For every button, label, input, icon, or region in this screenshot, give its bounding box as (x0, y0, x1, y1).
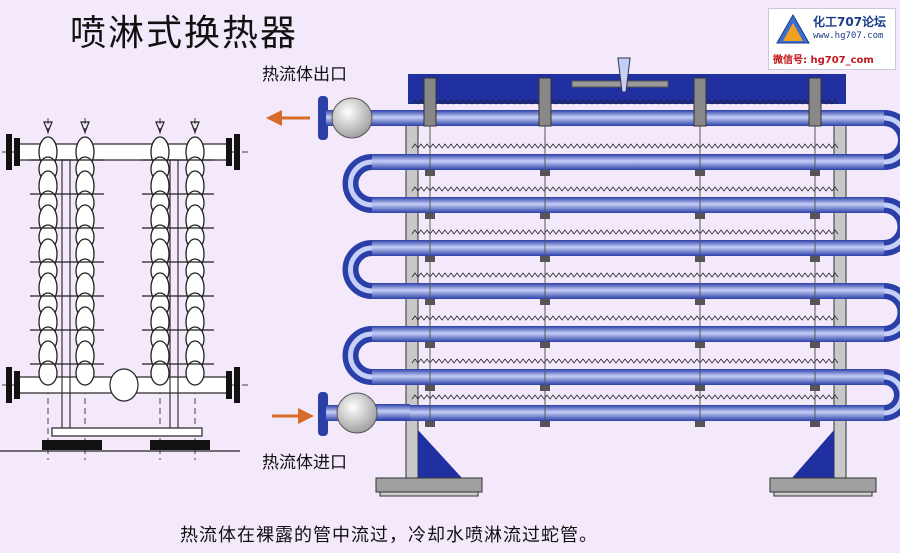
u-bend-highlight (348, 159, 373, 208)
logo-triangle-icon (776, 13, 810, 44)
nozzle-icons (43, 121, 200, 134)
hanger-clip (695, 385, 705, 391)
hanger-clip (540, 299, 550, 305)
u-bend-highlight (883, 202, 900, 251)
water-film (411, 358, 839, 364)
hanger-clip (425, 256, 435, 262)
water-film (411, 272, 839, 278)
u-bend-highlight (883, 115, 900, 165)
hanger-clip (695, 213, 705, 219)
coil-pipe (372, 110, 884, 126)
hanger (693, 77, 707, 127)
top-spray-nozzle-icon (617, 57, 631, 100)
hanger-clip (810, 342, 820, 348)
hanger-clip (695, 170, 705, 176)
hanger-clip (695, 421, 705, 427)
hanger-clip (540, 421, 550, 427)
hanger-clip (540, 256, 550, 262)
outlet-flange (318, 96, 410, 140)
hanger-clip (810, 421, 820, 427)
hanger-clip (425, 299, 435, 305)
hanger-clip (540, 385, 550, 391)
coil-pipe (372, 369, 884, 385)
page-title: 喷淋式换热器 (70, 13, 299, 54)
water-film (411, 394, 839, 400)
inlet-label: 热流体进口 (262, 453, 347, 473)
water-film (411, 143, 839, 149)
hanger-clip (810, 385, 820, 391)
coil-ring (150, 360, 170, 386)
logo-url: www.hg707.com (813, 31, 884, 41)
hanger (538, 77, 552, 127)
coil-pipe (372, 326, 884, 342)
hanger-clip (425, 342, 435, 348)
hanger-clip (695, 299, 705, 305)
coil-ring (38, 360, 58, 386)
hanger-clip (425, 170, 435, 176)
hanger (808, 77, 822, 127)
left-foot (418, 430, 462, 478)
coil-ring (185, 360, 205, 386)
coil-pipe (372, 154, 884, 170)
coil-pipe (372, 240, 884, 256)
hanger-clip (810, 256, 820, 262)
coil-pipe (372, 197, 884, 213)
hanger-clip (695, 342, 705, 348)
hanger-clip (425, 421, 435, 427)
logo-name: 化工707论坛 (813, 15, 887, 29)
logo-wechat: 微信号: hg707_com (773, 55, 874, 66)
hanger (423, 77, 437, 127)
hanger-clip (425, 213, 435, 219)
inlet-flange (318, 392, 410, 436)
water-film (411, 186, 839, 192)
hanger-clip (540, 342, 550, 348)
u-bend-highlight (883, 288, 900, 337)
caption: 热流体在裸露的管中流过，冷却水喷淋流过蛇管。 (180, 525, 598, 546)
u-bend-highlight (348, 245, 373, 294)
u-bend-highlight (348, 331, 373, 380)
hanger-clip (695, 256, 705, 262)
site-logo: 化工707论坛 www.hg707.com 微信号: hg707_com (768, 8, 896, 70)
hanger-clip (540, 170, 550, 176)
hanger-clip (810, 299, 820, 305)
coil-pipe (372, 405, 884, 421)
water-film (411, 229, 839, 235)
hanger-clip (425, 385, 435, 391)
inlet-arrow-icon (272, 408, 314, 424)
hanger-clip (810, 170, 820, 176)
u-bend-highlight (883, 374, 900, 416)
right-foot (792, 430, 834, 478)
outlet-arrow-icon (266, 110, 310, 126)
water-film (411, 315, 839, 321)
outlet-label: 热流体出口 (262, 65, 347, 85)
coil-pipe (372, 283, 884, 299)
water-film (411, 99, 839, 105)
hanger-clip (810, 213, 820, 219)
side-view-drawing (0, 118, 250, 460)
coil-ring (75, 360, 95, 386)
hanger-clip (540, 213, 550, 219)
